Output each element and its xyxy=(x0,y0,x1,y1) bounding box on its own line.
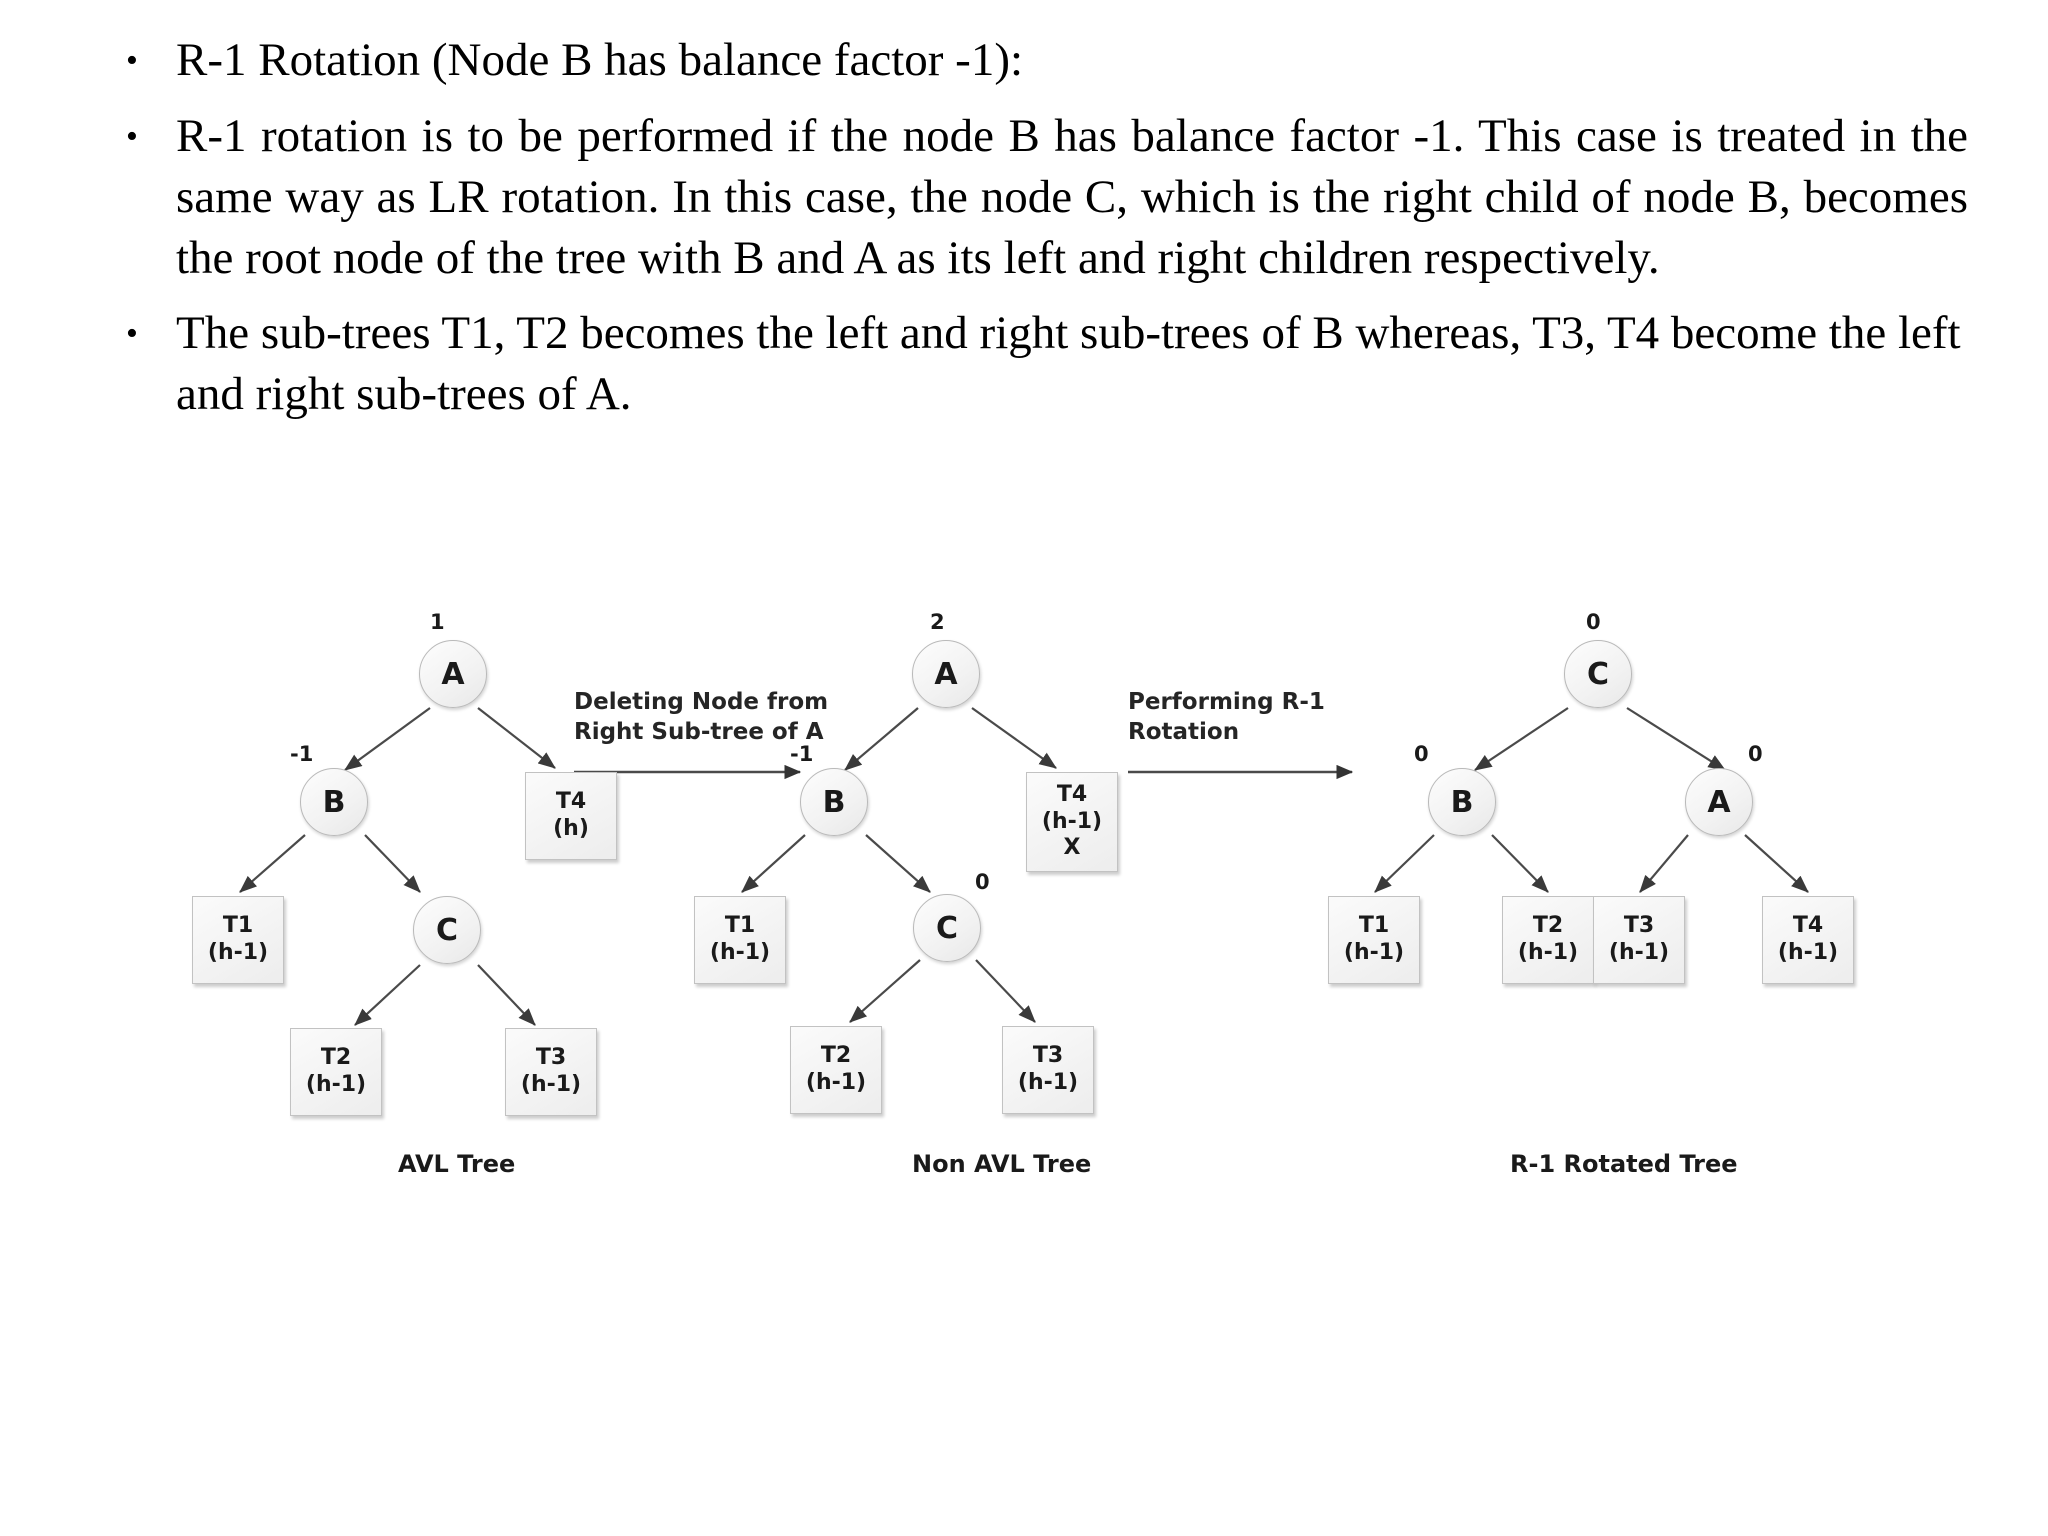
balance-factor-b: 0 xyxy=(1414,742,1429,766)
bullet-heading-text: R-1 Rotation (Node B has balance factor … xyxy=(176,34,1024,86)
node-b: B xyxy=(800,768,868,836)
leaf-box-t4: T4 (h-1) xyxy=(1762,896,1854,984)
leaf-label: T3 xyxy=(535,1045,567,1071)
bullet-marker-icon: • xyxy=(126,42,138,79)
leaf-label: T1 xyxy=(222,913,254,939)
bullet-subtrees-text: The sub-trees T1, T2 becomes the left an… xyxy=(176,307,1961,421)
leaf-label: T4 xyxy=(1056,781,1088,807)
leaf-height: (h) xyxy=(553,816,589,841)
leaf-box-t2: T2 (h-1) xyxy=(290,1028,382,1116)
node-a: A xyxy=(419,640,487,708)
leaf-box-t1: T1 (h-1) xyxy=(192,896,284,984)
leaf-box-t2: T2 (h-1) xyxy=(1502,896,1594,984)
bullet-marker-icon: • xyxy=(126,118,138,155)
leaf-height: (h-1) xyxy=(805,1070,867,1095)
bullet-description-text: R-1 rotation is to be performed if the n… xyxy=(176,110,1968,285)
leaf-box-t2: T2 (h-1) xyxy=(790,1026,882,1114)
balance-factor-a: 2 xyxy=(930,610,945,634)
leaf-box-t1: T1 (h-1) xyxy=(1328,896,1420,984)
leaf-box-t3: T3 (h-1) xyxy=(1593,896,1685,984)
slide-text-block: • R-1 Rotation (Node B has balance facto… xyxy=(108,30,1968,439)
node-b: B xyxy=(1428,768,1496,836)
bullet-marker-icon: • xyxy=(126,315,138,353)
balance-factor-c: 0 xyxy=(975,870,990,894)
leaf-height: (h-1) xyxy=(1017,1070,1079,1095)
caption-r1-rotated-tree: R-1 Rotated Tree xyxy=(1510,1150,1738,1178)
caption-non-avl-tree: Non AVL Tree xyxy=(912,1150,1092,1178)
balance-factor-a: 0 xyxy=(1748,742,1763,766)
caption-avl-tree: AVL Tree xyxy=(398,1150,516,1178)
leaf-label: T2 xyxy=(820,1043,852,1069)
node-c: C xyxy=(413,896,481,964)
leaf-box-t4: T4 (h) xyxy=(525,772,617,860)
leaf-height: (h-1) xyxy=(520,1072,582,1097)
leaf-label: T3 xyxy=(1032,1043,1064,1069)
step-label-performing-rotation: Performing R-1 Rotation xyxy=(1128,689,1325,745)
leaf-height: (h-1) xyxy=(1343,940,1405,965)
step-label-deleting-node: Deleting Node from Right Sub-tree of A xyxy=(574,689,829,745)
leaf-height: (h-1) xyxy=(1041,808,1103,834)
node-c: C xyxy=(1564,640,1632,708)
leaf-box-t1: T1 (h-1) xyxy=(694,896,786,984)
balance-factor-c: 0 xyxy=(1586,610,1601,634)
leaf-label: T2 xyxy=(320,1045,352,1071)
leaf-height: (h-1) xyxy=(1608,940,1670,965)
leaf-mark-x: X xyxy=(1063,835,1081,861)
leaf-box-t3: T3 (h-1) xyxy=(1002,1026,1094,1114)
leaf-box-t4: T4 (h-1) X xyxy=(1026,772,1118,872)
node-a: A xyxy=(1685,768,1753,836)
leaf-box-t3: T3 (h-1) xyxy=(505,1028,597,1116)
bullet-item-subtrees: • The sub-trees T1, T2 becomes the left … xyxy=(108,303,1968,425)
leaf-height: (h-1) xyxy=(1777,940,1839,965)
leaf-label: T1 xyxy=(724,913,756,939)
bullet-item-heading: • R-1 Rotation (Node B has balance facto… xyxy=(108,30,1968,92)
leaf-label: T3 xyxy=(1623,913,1655,939)
balance-factor-b: -1 xyxy=(790,742,814,766)
leaf-label: T1 xyxy=(1358,913,1390,939)
bullet-item-description: • R-1 rotation is to be performed if the… xyxy=(108,106,1968,289)
avl-rotation-diagram: 1 A -1 B C T4 (h) T1 (h-1) T2 (h-1) T3 (… xyxy=(0,610,2048,1420)
leaf-height: (h-1) xyxy=(207,940,269,965)
leaf-height: (h-1) xyxy=(1517,940,1579,965)
leaf-height: (h-1) xyxy=(709,940,771,965)
leaf-label: T4 xyxy=(555,789,587,815)
balance-factor-a: 1 xyxy=(430,610,445,634)
leaf-label: T4 xyxy=(1792,913,1824,939)
leaf-label: T2 xyxy=(1532,913,1564,939)
node-b: B xyxy=(300,768,368,836)
node-a: A xyxy=(912,640,980,708)
balance-factor-b: -1 xyxy=(290,742,314,766)
diagram-edges xyxy=(239,707,1809,1026)
leaf-height: (h-1) xyxy=(305,1072,367,1097)
node-c: C xyxy=(913,894,981,962)
